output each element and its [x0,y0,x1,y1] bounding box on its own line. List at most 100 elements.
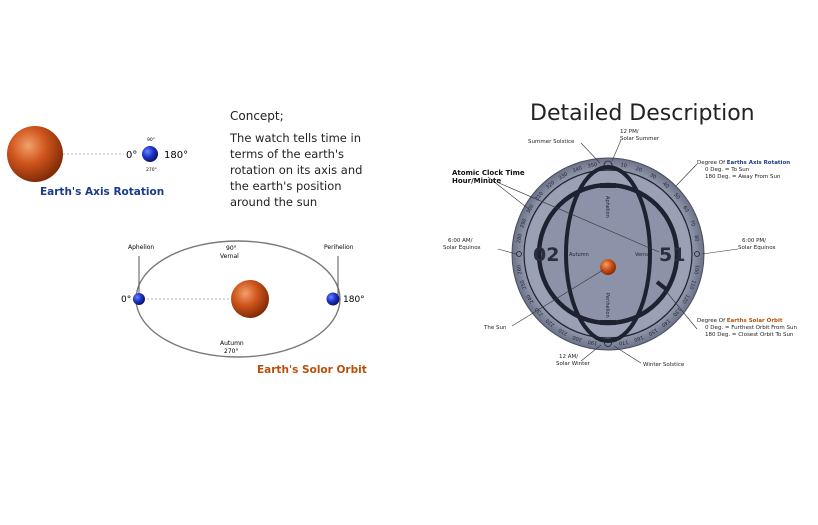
ring-number: 250 [519,279,528,290]
ring-number: 150 [647,327,658,337]
am6-label-1: 6:00 AM/ [448,238,473,244]
ring-number: 340 [572,165,583,174]
solar-summer-label-1: 12 PM/ [620,129,639,135]
pm6-label-1: 6:00 PM/ [742,238,766,244]
ring-number: 40 [661,181,670,190]
concept-line: rotation on its axis and [230,163,363,177]
ring-number: 200 [572,334,583,343]
winter-solstice-leader [613,345,642,364]
atomic-clock-label-1: Atomic Clock Time [452,169,525,177]
axis-rotation-panel: 0° 90° 270° 180° Earth's Axis Rotation [7,126,188,198]
perihelion-label: Perihelion [324,244,354,251]
ring-number: 350 [587,162,597,170]
am6-symbol-icon [516,251,522,257]
ring-number: 10 [620,162,627,169]
orbit-bottom-name: Autumn [220,340,244,347]
earth-sphere [142,146,158,162]
summer-solstice-leader [580,142,601,164]
ring-number: 280 [516,233,524,243]
solar-summer-leader [611,139,622,162]
axis-angle-270: 270° [146,167,157,173]
axis-rotation-label-2: 0 Deg. = To Sun [705,167,750,173]
ring-number: 320 [545,180,556,191]
am6-label-2: Solar Equinox [443,245,481,251]
dial-orbit-hand [655,280,668,291]
ring-number: 130 [671,306,682,317]
concept-line: The watch tells time in [230,131,362,145]
sun-leader [511,269,604,327]
am6-leader [497,248,517,255]
axis-rotation-caption: Earth's Axis Rotation [40,186,164,198]
ring-number: 290 [519,218,528,229]
ring-number: 160 [633,334,644,343]
ring-number: 170 [618,338,628,346]
inner-right-label: Vernal [635,252,651,258]
dial-top-marker [600,183,616,188]
ring-number: 140 [660,317,671,328]
inner-left-label: Autumn [569,252,589,258]
sun-symbol-icon [603,160,613,170]
axis-rotation-leader [675,163,698,187]
orbit-left-degree: 0° [121,295,131,305]
concept-title: Concept; [230,109,284,123]
axis-rotation-label-1: Degree Of Earths Axis Rotation [697,160,790,166]
ring-number: 260 [516,264,524,274]
pm6-symbol-icon [694,251,700,257]
orbit-sun [231,280,269,318]
dial-bottom-marker [600,320,616,325]
axis-angle-90: 90° [147,137,155,143]
solar-orbit-label-3: 180 Deg. = Closest Orbit To Sun [705,332,794,338]
inner-bottom-label: Perihelion [604,293,610,318]
detail-title: Detailed Description [530,101,755,126]
atomic-clock-label-2: Hour/Minute [452,177,501,185]
summer-solstice-label: Summer Solstice [528,139,575,145]
orbit-bottom-degree: 270° [224,348,238,355]
dial-ring-edge [523,169,693,339]
orbit-right-degree: 180° [343,295,365,305]
earth-aphelion [133,293,145,305]
solar-orbit-label-1: Degree Of Earths Solar Orbit [697,318,783,324]
ring-number: 20 [635,166,643,174]
ring-number: 230 [534,306,545,317]
hour-digits: 02 [533,244,559,266]
solar-orbit-leader [664,289,698,330]
orbit-caption: Earth's Solor Orbit [257,364,367,376]
ring-number: 30 [648,172,657,180]
axis-rotation-label-3: 180 Deg. = Away From Sun [705,174,781,180]
ring-number: 70 [688,219,696,227]
concept-line: terms of the earth's [230,147,345,161]
axis-angle-0: 0° [126,150,137,161]
ring-number: 240 [526,293,536,304]
ring-number: 100 [692,264,700,274]
ring-number: 120 [681,293,691,304]
solar-winter-leader [580,344,602,362]
callout-labels: Summer Solstice 12 PM/ Solar Summer Atom… [443,129,797,368]
pm6-leader [701,248,739,255]
axis-angle-180: 180° [164,150,188,161]
atomic-leader-1 [487,176,531,211]
solar-orbit-label-2: 0 Deg. = Furthest Orbit From Sun [705,325,797,331]
orbit-top-degree: 90° [226,245,237,252]
ring-number: 50 [672,192,681,201]
ring-number: 190 [587,338,597,346]
concept-line: around the sun [230,195,318,209]
concept-line: the earth's position [230,179,342,193]
solar-winter-label-2: Solar Winter [556,361,591,367]
the-sun-label: The Sun [483,325,507,331]
ring-number: 110 [688,279,697,290]
callout-lines [487,139,739,364]
dial-sun [600,259,616,275]
ring-number: 210 [558,327,569,337]
inner-top-label: Aphelion [604,196,610,218]
minute-digits: 51 [659,244,685,266]
orbit-top-name: Vernal [220,253,239,260]
winter-solstice-label: Winter Solstice [643,362,685,368]
orbit-panel: Aphelion Perihelion 90° Vernal 0° 180° A… [121,240,367,376]
solar-winter-label-1: 12 AM/ [559,354,578,360]
concept-body: The watch tells time in terms of the ear… [230,130,370,210]
atomic-leader-2 [498,182,660,253]
ring-number: 300 [526,204,536,215]
